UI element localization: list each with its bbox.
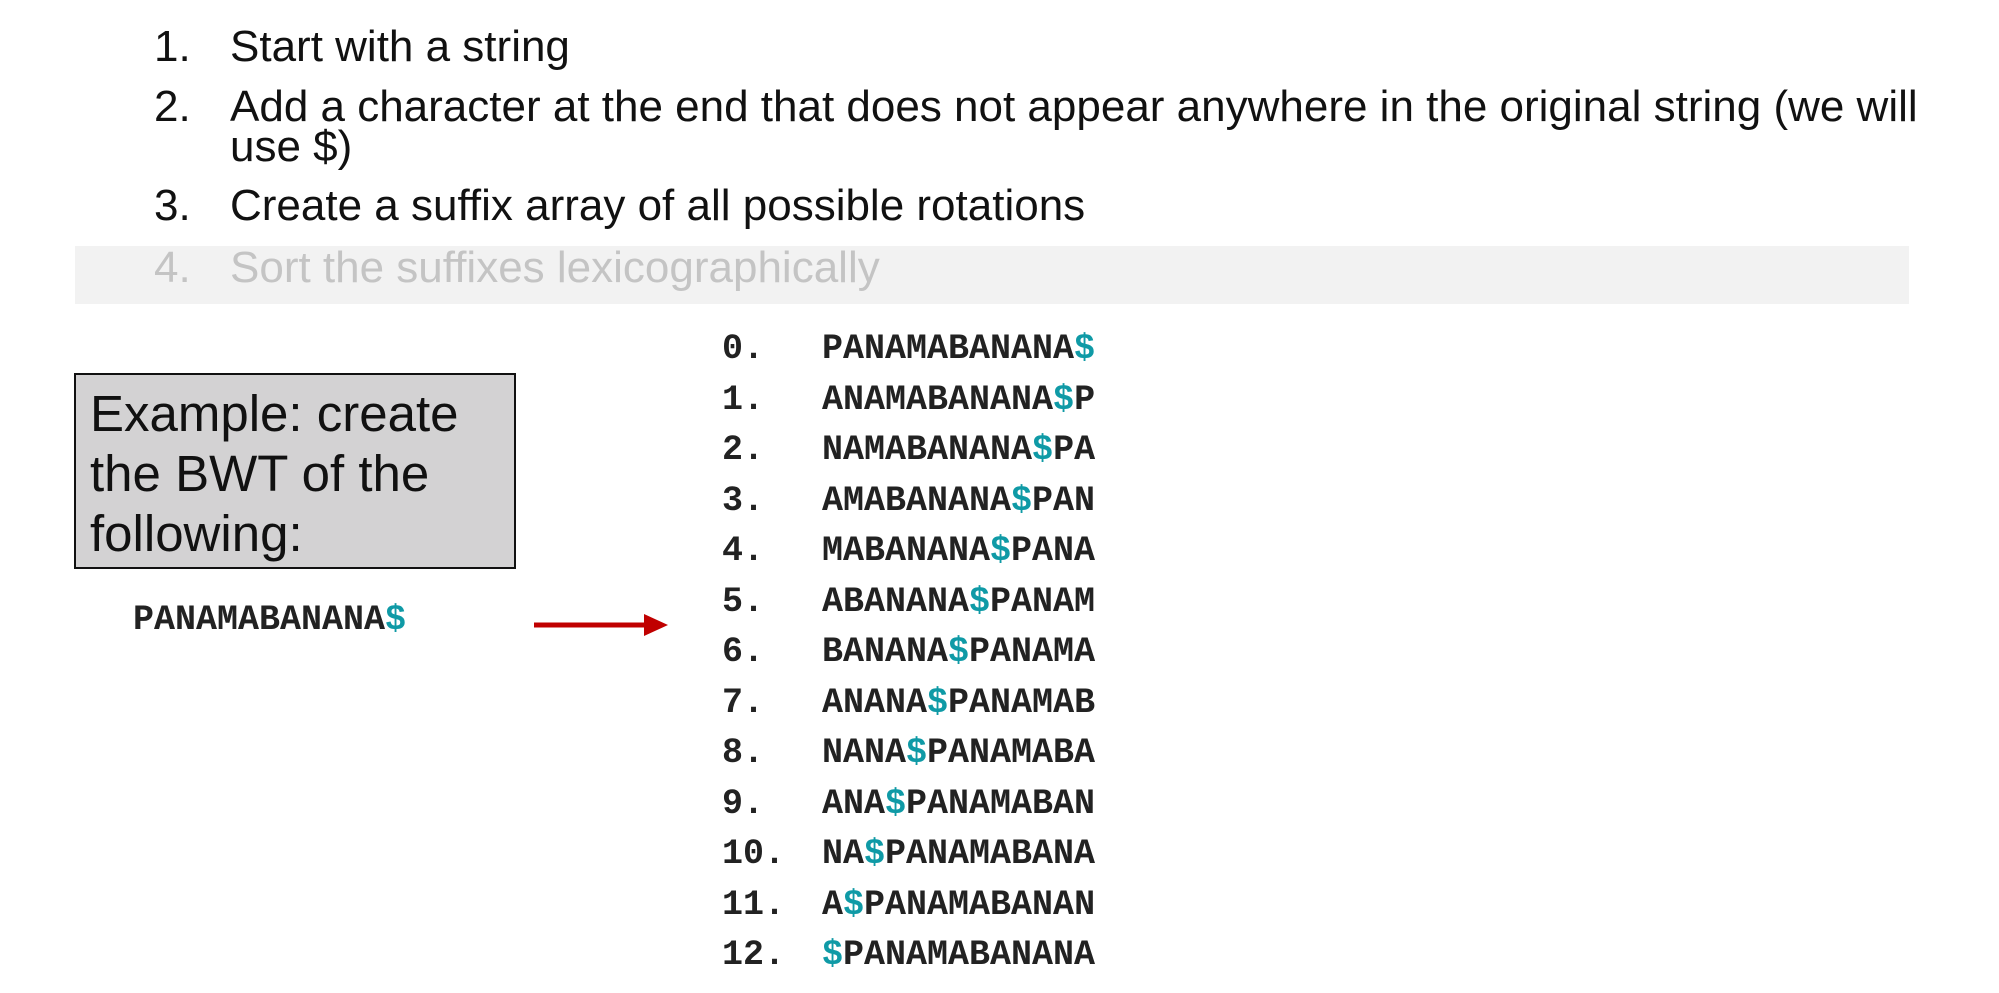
rotation-string: ANA$PANAMABAN — [822, 784, 1095, 824]
rotation-prefix: A — [822, 884, 844, 925]
rotation-string: MABANANA$PANA — [822, 531, 1095, 571]
faded-step-highlight — [75, 246, 1909, 304]
rotation-suffix: PANA — [1011, 531, 1096, 571]
rotation-index: 3. — [722, 480, 765, 521]
rotation-string: NA$PANAMABANA — [822, 834, 1095, 874]
rotation-index: 2. — [722, 430, 765, 470]
rotation-string: PANAMABANANA$ — [822, 329, 1095, 369]
rotation-index: 5. — [722, 581, 765, 622]
rotation-string: NANA$PANAMABA — [822, 733, 1095, 773]
right-arrow-icon — [534, 614, 668, 636]
terminator-symbol: $ — [1074, 329, 1096, 369]
rotation-prefix: NA — [822, 834, 865, 874]
rotation-index: 6. — [722, 632, 765, 672]
rotation-index: 0. — [722, 329, 765, 369]
rotation-suffix: PANAMAB — [948, 682, 1096, 723]
rotation-string: BANANA$PANAMA — [822, 632, 1095, 672]
rotation-index: 10. — [722, 834, 786, 874]
rotation-suffix: PANAMABA — [927, 733, 1096, 773]
step-text: Add a character at the end that does not… — [230, 82, 1918, 171]
rotation-suffix: PANAMABANA — [885, 834, 1096, 874]
rotation-index: 7. — [722, 682, 765, 723]
terminator-symbol: $ — [385, 600, 407, 640]
terminator-symbol: $ — [906, 733, 928, 773]
terminator-symbol: $ — [822, 935, 844, 975]
terminator-symbol: $ — [948, 632, 970, 672]
rotation-index: 4. — [722, 531, 765, 571]
rotation-prefix: ANANA — [822, 682, 928, 723]
rotation-string: ABANANA$PANAM — [822, 582, 1095, 622]
rotation-string: $PANAMABANANA — [822, 935, 1095, 975]
rotation-index: 8. — [722, 733, 765, 773]
rotation-prefix: NAMABANANA — [822, 430, 1033, 470]
rotation-suffix: PA — [1053, 430, 1096, 470]
step-text: Create a suffix array of all possible ro… — [230, 181, 1086, 230]
rotation-suffix: PANAMABANANA — [843, 935, 1096, 975]
rotation-prefix: AMABANANA — [822, 480, 1012, 521]
rotation-prefix: ANAMABANANA — [822, 379, 1054, 420]
rotation-suffix: P — [1074, 379, 1096, 420]
rotation-prefix: ANA — [822, 783, 886, 824]
rotation-index: 1. — [722, 379, 765, 420]
step-number: 4. — [154, 243, 191, 292]
step-number: 1. — [154, 22, 191, 71]
step-number: 3. — [154, 181, 191, 230]
step-text: Start with a string — [230, 22, 570, 71]
rotation-suffix: PANAM — [990, 581, 1096, 622]
rotation-prefix: BANANA — [822, 632, 949, 672]
rotation-prefix: PANAMABANANA — [822, 329, 1075, 369]
terminator-symbol: $ — [1011, 480, 1033, 521]
terminator-symbol: $ — [1032, 430, 1054, 470]
terminator-symbol: $ — [885, 783, 907, 824]
input-string-body: PANAMABANANA — [133, 600, 386, 640]
rotation-prefix: NANA — [822, 733, 907, 773]
terminator-symbol: $ — [990, 531, 1012, 571]
step-number: 2. — [154, 82, 191, 131]
rotation-suffix: PANAMA — [969, 632, 1096, 672]
input-string: PANAMABANANA$ — [133, 600, 406, 640]
rotation-string: A$PANAMABANAN — [822, 885, 1095, 925]
rotation-string: AMABANANA$PAN — [822, 481, 1095, 521]
terminator-symbol: $ — [864, 834, 886, 874]
rotation-string: ANAMABANANA$P — [822, 380, 1095, 420]
rotation-suffix: PANAMABAN — [906, 783, 1096, 824]
terminator-symbol: $ — [927, 682, 949, 723]
rotation-index: 12. — [722, 935, 786, 975]
rotation-string: NAMABANANA$PA — [822, 430, 1095, 470]
terminator-symbol: $ — [969, 581, 991, 622]
step-text: Sort the suffixes lexicographically — [230, 243, 880, 292]
rotation-suffix: PAN — [1032, 480, 1096, 521]
rotation-prefix: MABANANA — [822, 531, 991, 571]
rotation-string: ANANA$PANAMAB — [822, 683, 1095, 723]
rotation-suffix: PANAMABANAN — [864, 884, 1096, 925]
rotation-prefix: ABANANA — [822, 581, 970, 622]
terminator-symbol: $ — [1053, 379, 1075, 420]
example-callout-box: Example: create the BWT of the following… — [74, 373, 516, 569]
terminator-symbol: $ — [843, 884, 865, 925]
rotation-index: 9. — [722, 783, 765, 824]
rotation-index: 11. — [722, 884, 786, 925]
